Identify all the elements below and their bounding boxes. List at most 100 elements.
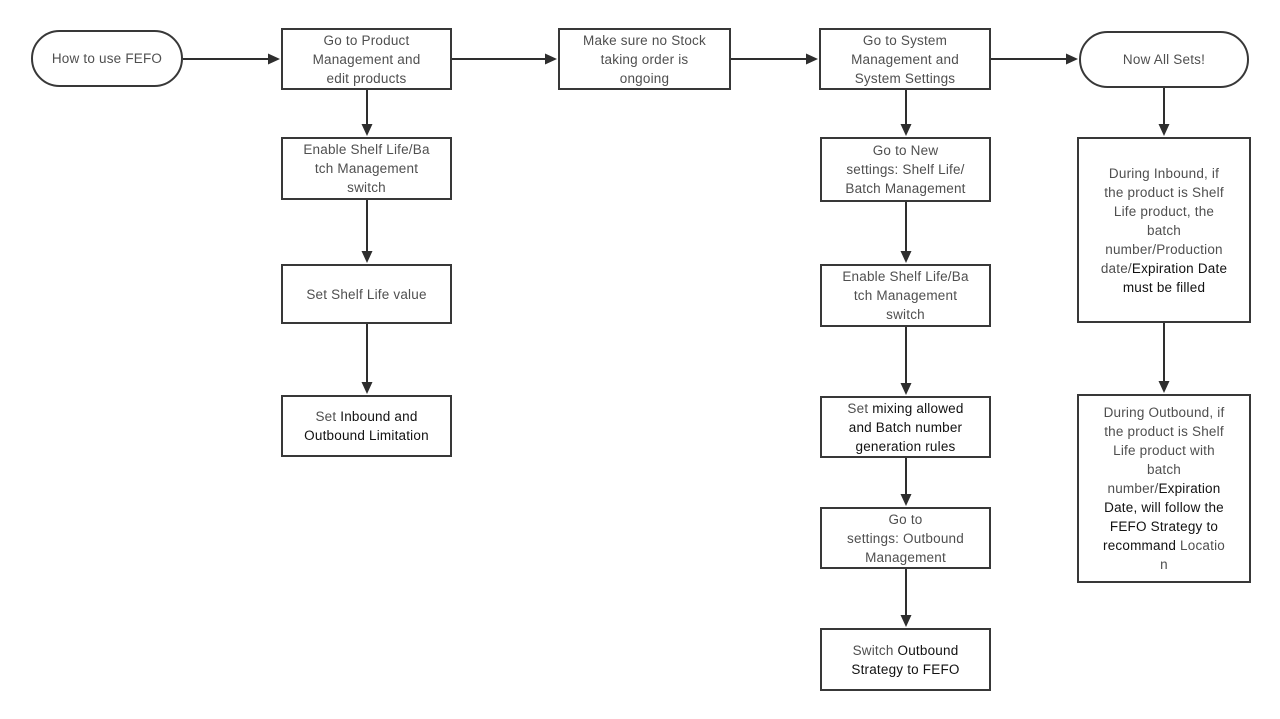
text-segment: Expiration Date <box>1131 260 1228 276</box>
flow-node-text-line: recommand Locatio <box>1103 536 1225 555</box>
flow-node-text-line: Set mixing allowed <box>847 399 963 418</box>
flow-node-text-line: settings: Shelf Life/ <box>846 160 964 179</box>
flow-node-text-line: During Inbound, if <box>1109 164 1219 183</box>
arrow-new-settings-to-enable-switch <box>900 202 912 263</box>
flow-node-text-line: Go to Product <box>324 31 410 50</box>
arrow-enable-switch-to-shelf-value <box>361 200 373 263</box>
flow-node-text-line: Set Inbound and <box>315 407 417 426</box>
flow-node-text-line: How to use FEFO <box>52 49 162 68</box>
flow-node-text-line: Management <box>865 548 946 567</box>
arrow-inbound-rule-to-outbound-rule <box>1158 323 1170 393</box>
arrow-shelf-value-to-limitation <box>361 324 373 394</box>
text-segment: Go to Product <box>323 32 410 48</box>
text-segment: switch <box>347 180 386 195</box>
flow-node-text-line: date/Expiration Date <box>1101 259 1227 278</box>
flow-node-text-line: tch Management <box>854 286 957 305</box>
text-segment: the product is Shelf <box>1104 184 1224 200</box>
text-segment: switch <box>886 307 925 322</box>
flow-node-text-line: Life product, the <box>1114 202 1214 221</box>
text-segment: During Inbound, if <box>1108 165 1220 181</box>
arrow-outbound-settings-to-strategy <box>900 569 912 627</box>
text-segment: Now All Sets! <box>1122 52 1206 67</box>
flow-node-text-line: and Batch number <box>849 418 963 437</box>
flow-node-text-line: Now All Sets! <box>1123 50 1205 69</box>
text-segment: Enable Shelf Life/Ba <box>303 142 430 157</box>
flow-node-text-line: number/Production <box>1105 240 1222 259</box>
flow-node-text-line: Management and <box>851 50 959 69</box>
arrow-product-to-stocktaking <box>452 53 557 65</box>
text-segment: Outbound <box>897 642 959 658</box>
flow-node-text-line: taking order is <box>601 50 689 69</box>
text-segment: the product is Shelf <box>1104 424 1224 439</box>
flow-node-text-line: batch <box>1147 221 1181 240</box>
flow-node-text-line: Outbound Limitation <box>304 426 429 445</box>
flow-node-text-line: Enable Shelf Life/Ba <box>303 140 429 159</box>
text-segment: taking order is <box>600 51 689 67</box>
text-segment: tch Management <box>853 288 958 303</box>
text-segment: During Outbound, if <box>1103 405 1225 420</box>
text-segment: Management and <box>851 51 959 67</box>
text-segment: settings: Shelf Life/ <box>846 162 965 177</box>
text-segment: edit products <box>326 70 407 86</box>
text-segment: Set <box>315 409 341 424</box>
text-segment: batch <box>1146 462 1182 477</box>
flow-node-text-line: Management and <box>313 50 421 69</box>
text-segment: Expiration <box>1158 481 1221 496</box>
text-segment: FEFO Strategy to <box>1109 519 1219 534</box>
flow-node-now-all-sets: Now All Sets! <box>1079 31 1249 88</box>
flow-node-text-line: Go to System <box>863 31 947 50</box>
text-segment: generation rules <box>855 438 956 454</box>
flow-node-text-line: Life product with <box>1113 441 1215 460</box>
flow-node-set-shelf-life-value: Set Shelf Life value <box>281 264 452 324</box>
text-segment: Management and <box>312 51 421 67</box>
flow-node-text-line: Set Shelf Life value <box>306 285 426 304</box>
text-segment: Batch Management <box>845 181 966 196</box>
text-segment: Life product, the <box>1113 203 1215 219</box>
flow-node-text-line: batch <box>1147 460 1181 479</box>
flow-node-text-line: Go to <box>888 510 922 529</box>
text-segment: Set <box>847 400 873 416</box>
text-segment: number/ <box>1107 481 1159 496</box>
flow-node-text-line: switch <box>347 178 386 197</box>
flow-node-text-line: FEFO Strategy to <box>1110 517 1218 536</box>
text-segment: settings: Outbound <box>847 530 964 546</box>
text-segment: Life product with <box>1113 443 1215 458</box>
flow-node-go-to-new-settings-shelf-life: Go to New settings: Shelf Life/Batch Mana… <box>820 137 991 202</box>
flow-node-text-line: Go to New <box>873 141 939 160</box>
flow-node-start: How to use FEFO <box>31 30 183 87</box>
text-segment: Switch <box>852 642 898 658</box>
text-segment: Go to New <box>872 143 939 158</box>
flow-node-text-line: edit products <box>327 69 407 88</box>
text-segment: Date, will follow the <box>1104 500 1224 515</box>
flow-node-text-line: Switch Outbound <box>853 641 959 660</box>
flow-node-text-line: settings: Outbound <box>847 529 964 548</box>
text-segment: Set Shelf Life value <box>306 286 427 302</box>
flow-node-text-line: the product is Shelf <box>1104 422 1224 441</box>
text-segment: Make sure no Stock <box>583 32 706 48</box>
text-segment: Locatio <box>1180 538 1225 553</box>
text-segment: mixing allowed <box>872 400 964 416</box>
flow-node-text-line: must be filled <box>1123 278 1205 297</box>
text-segment: System Settings <box>854 70 956 86</box>
flow-node-text-line: tch Management <box>315 159 418 178</box>
text-segment: batch <box>1146 222 1182 238</box>
flow-node-enable-shelf-life-switch-product: Enable Shelf Life/Ba tch Management switch <box>281 137 452 200</box>
arrow-product-to-enable-switch <box>361 90 373 136</box>
text-segment: n <box>1160 557 1168 572</box>
text-segment: tch Management <box>314 161 419 176</box>
arrow-system-to-new-settings <box>900 90 912 136</box>
text-segment: date/ <box>1100 260 1132 276</box>
text-segment: Strategy to FEFO <box>851 661 960 677</box>
text-segment: Management <box>865 549 946 565</box>
flow-node-text-line: Strategy to FEFO <box>851 660 959 679</box>
text-segment: must be filled <box>1122 279 1206 295</box>
text-segment: number/Production <box>1105 241 1223 257</box>
flow-node-text-line: During Outbound, if <box>1104 403 1225 422</box>
